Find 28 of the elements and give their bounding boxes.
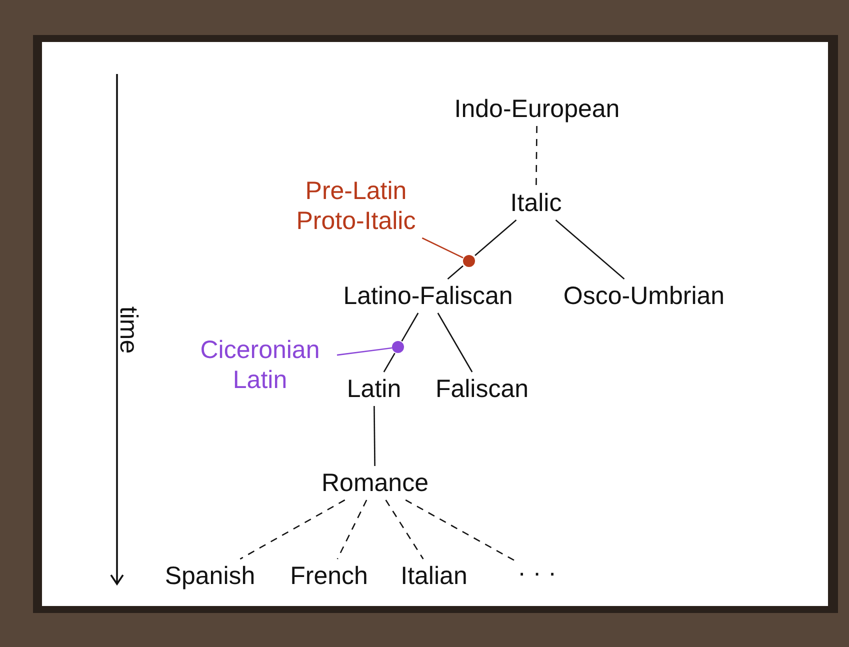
tree-branch-line bbox=[447, 265, 464, 280]
annotation-label: Ciceronian Latin bbox=[185, 335, 335, 395]
language-label: Italic bbox=[510, 188, 562, 218]
tree-branch-line bbox=[555, 220, 625, 280]
language-label: Spanish bbox=[164, 561, 256, 591]
tree-branch-line bbox=[336, 500, 368, 560]
language-label: Romance bbox=[322, 468, 428, 498]
tree-branch-line bbox=[536, 126, 538, 186]
tree-branch-line bbox=[374, 406, 376, 466]
tree-branch-line bbox=[383, 352, 396, 372]
tree-branch-line bbox=[401, 312, 419, 342]
tree-branch-line bbox=[405, 499, 516, 562]
tree-branch-line bbox=[474, 220, 517, 256]
language-label: Faliscan bbox=[435, 374, 529, 404]
leader-line bbox=[422, 237, 464, 258]
language-label: Osco-Umbrian bbox=[563, 281, 725, 311]
tree-branch-line bbox=[437, 312, 473, 372]
language-label: Latino-Faliscan bbox=[343, 281, 513, 311]
language-label: Latin bbox=[346, 374, 402, 404]
language-label: Italian bbox=[400, 561, 468, 591]
annotation-label: Pre-Latin Proto-Italic bbox=[281, 176, 431, 236]
language-label: · · · bbox=[518, 558, 556, 588]
language-label: Indo-European bbox=[454, 94, 620, 124]
language-label: French bbox=[290, 561, 368, 591]
tree-branch-line bbox=[240, 499, 346, 560]
tree-branch-line bbox=[385, 500, 424, 560]
axis-label: time bbox=[114, 306, 142, 354]
leader-line bbox=[336, 347, 392, 356]
